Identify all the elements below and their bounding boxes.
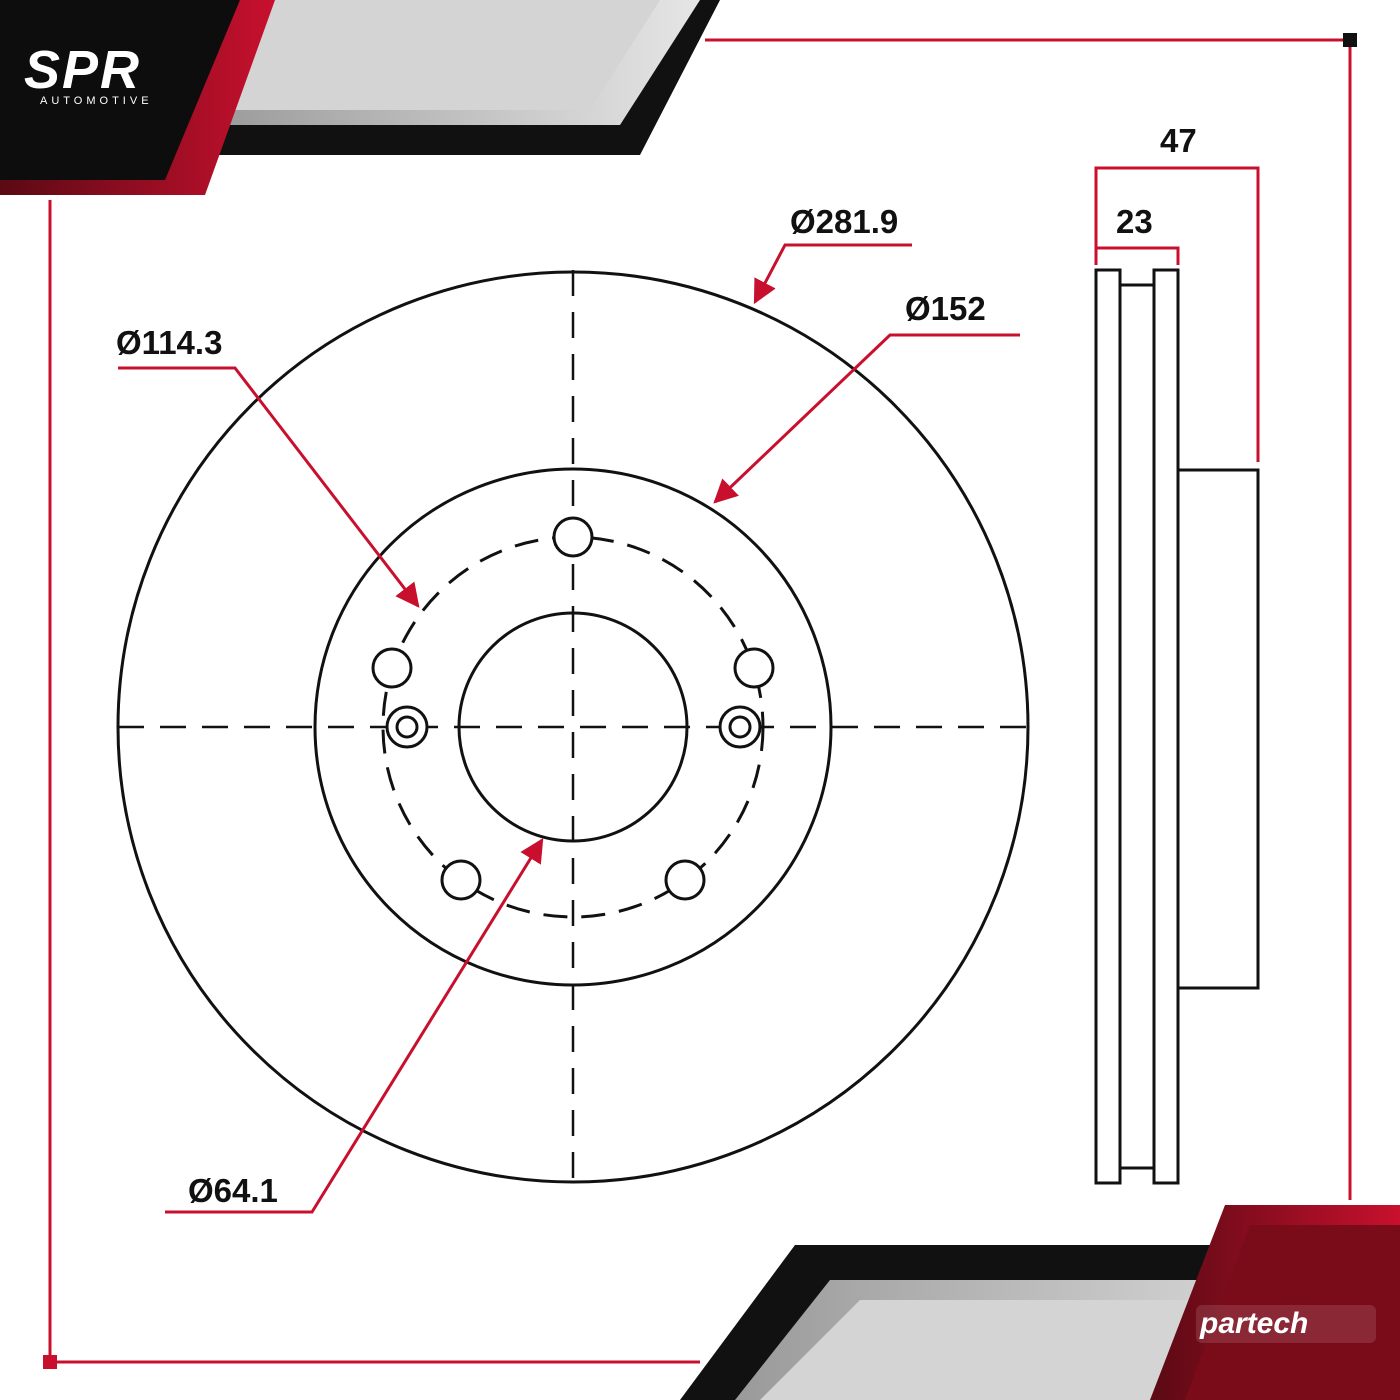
top-banner bbox=[0, 0, 720, 195]
leader-lines bbox=[118, 243, 1020, 1214]
outer-plate bbox=[1152, 268, 1180, 1185]
outer-diameter-label: Ø281.9 bbox=[790, 203, 898, 240]
locator-hole-right-inner bbox=[728, 715, 752, 739]
lug-hole-lower-left bbox=[440, 859, 482, 901]
lug-hole-lower-right bbox=[664, 859, 706, 901]
bottom-banner bbox=[680, 1205, 1400, 1400]
partech-text-a: par bbox=[1199, 1307, 1249, 1340]
overall-height-label: 47 bbox=[1160, 122, 1197, 159]
center-bore-circle bbox=[457, 611, 689, 843]
thickness-brackets bbox=[1094, 166, 1260, 462]
vane-section bbox=[1118, 283, 1156, 1170]
frame-lines bbox=[48, 38, 1352, 1364]
friction-ring-label: Ø152 bbox=[905, 290, 986, 327]
thickness-bracket bbox=[1094, 246, 1180, 265]
lug-hole-top bbox=[552, 516, 594, 558]
partech-logo: partech bbox=[1196, 1305, 1376, 1343]
lug-holes bbox=[371, 516, 775, 901]
rotor-thickness-label: 23 bbox=[1116, 203, 1153, 240]
inner-plate bbox=[1094, 268, 1122, 1185]
hat-section bbox=[1176, 468, 1260, 990]
rotor-front-view bbox=[116, 270, 1030, 1184]
center-bore-leader bbox=[165, 837, 544, 1214]
partech-text-b: tech bbox=[1247, 1307, 1309, 1340]
bolt-circle-label: Ø114.3 bbox=[116, 324, 222, 361]
rotor-side-view bbox=[1094, 268, 1260, 1185]
spr-logo: SPR AUTOMOTIVE bbox=[24, 40, 153, 107]
center-bore-label: Ø64.1 bbox=[188, 1172, 278, 1209]
friction-ring-leader bbox=[713, 333, 1020, 504]
logo-sub-text: AUTOMOTIVE bbox=[40, 95, 153, 107]
frame-corner-top-right bbox=[1343, 33, 1357, 47]
bolt-circle-leader bbox=[118, 366, 420, 608]
logo-main-text: SPR bbox=[24, 40, 141, 100]
height-bracket bbox=[1094, 166, 1260, 462]
lug-hole-upper-left bbox=[371, 647, 413, 689]
outer-diameter-leader bbox=[753, 243, 912, 305]
frame-corner-bottom-left bbox=[43, 1355, 57, 1369]
svg-text:partech: partech bbox=[1199, 1307, 1308, 1340]
lug-hole-upper-right bbox=[733, 647, 775, 689]
locator-hole-left-inner bbox=[395, 715, 419, 739]
